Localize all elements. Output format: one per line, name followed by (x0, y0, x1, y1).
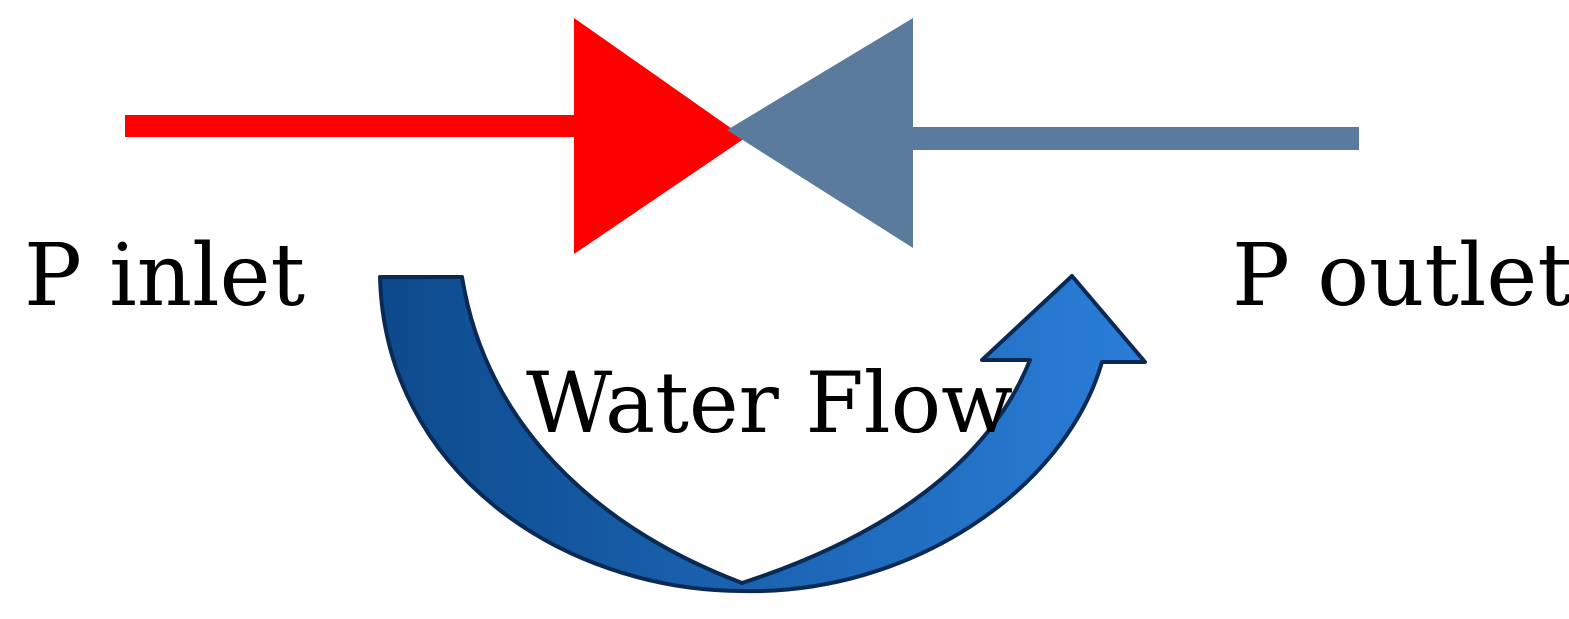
valve-outlet-triangle-icon (727, 18, 913, 248)
outlet-pressure-label: P outlet (1232, 226, 1569, 326)
valve-inlet-triangle-icon (574, 18, 745, 254)
water-flow-arrow-icon (378, 274, 1147, 594)
outlet-pipe-line (905, 127, 1359, 150)
inlet-pressure-label: P inlet (24, 226, 305, 326)
water-flow-label: Water Flow (526, 354, 1013, 452)
inlet-pipe-line (125, 115, 585, 137)
